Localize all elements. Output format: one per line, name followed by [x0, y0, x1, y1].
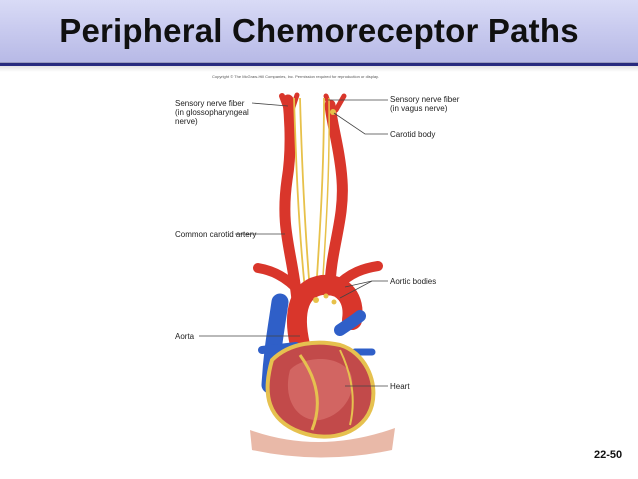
label-line: nerve)	[175, 117, 198, 126]
label-line: (in vagus nerve)	[390, 104, 448, 113]
leader-sensory-glosso	[251, 102, 289, 107]
title-bar: Peripheral Chemoreceptor Paths	[0, 0, 638, 66]
label-aorta: Aorta	[175, 332, 195, 341]
aortic-body-1	[313, 297, 319, 303]
vagus-nerve-right-2	[321, 97, 330, 293]
label-line: Sensory nerve fiber	[390, 95, 460, 104]
page-number: 22-50	[594, 449, 623, 461]
leader-carotid-body	[333, 112, 388, 135]
heart-fat-line-2	[339, 349, 354, 426]
left-carotid-branch	[279, 93, 291, 115]
heart-highlight	[287, 358, 353, 421]
label-heart: Heart	[390, 382, 410, 391]
label-sensory-nerve-glossopharyngeal: Sensory nerve fiber (in glossopharyngeal…	[175, 99, 249, 126]
label-line: Sensory nerve fiber	[175, 99, 245, 108]
left-subclavian-artery	[253, 263, 305, 297]
aortic-arch	[287, 274, 363, 355]
tissue-base	[250, 428, 395, 458]
label-line: (in glossopharyngeal	[175, 108, 249, 117]
aortic-body-2	[323, 293, 329, 299]
label-carotid-body: Carotid body	[390, 130, 436, 139]
label-aortic-bodies: Aortic bodies	[390, 277, 437, 286]
left-carotid-artery	[279, 94, 303, 306]
copyright-notice: Copyright © The McGraw-Hill Companies, I…	[212, 74, 379, 79]
right-carotid-branch-2	[333, 93, 347, 113]
right-carotid-artery	[324, 99, 348, 296]
slide-title: Peripheral Chemoreceptor Paths	[59, 12, 579, 49]
glossopharyngeal-nerve	[293, 97, 306, 291]
aortic-body-3	[331, 299, 337, 305]
vagus-nerve-right	[315, 97, 325, 293]
label-common-carotid-artery: Common carotid artery	[175, 230, 257, 239]
pulmonary-vessel-right	[334, 310, 366, 336]
title-shadow	[0, 62, 638, 72]
vagus-nerve-left	[299, 97, 311, 293]
leader-aortic-bodies-2	[344, 280, 373, 288]
heart-fat-line	[298, 354, 319, 431]
label-sensory-nerve-vagus: Sensory nerve fiber (in vagus nerve)	[390, 95, 459, 113]
